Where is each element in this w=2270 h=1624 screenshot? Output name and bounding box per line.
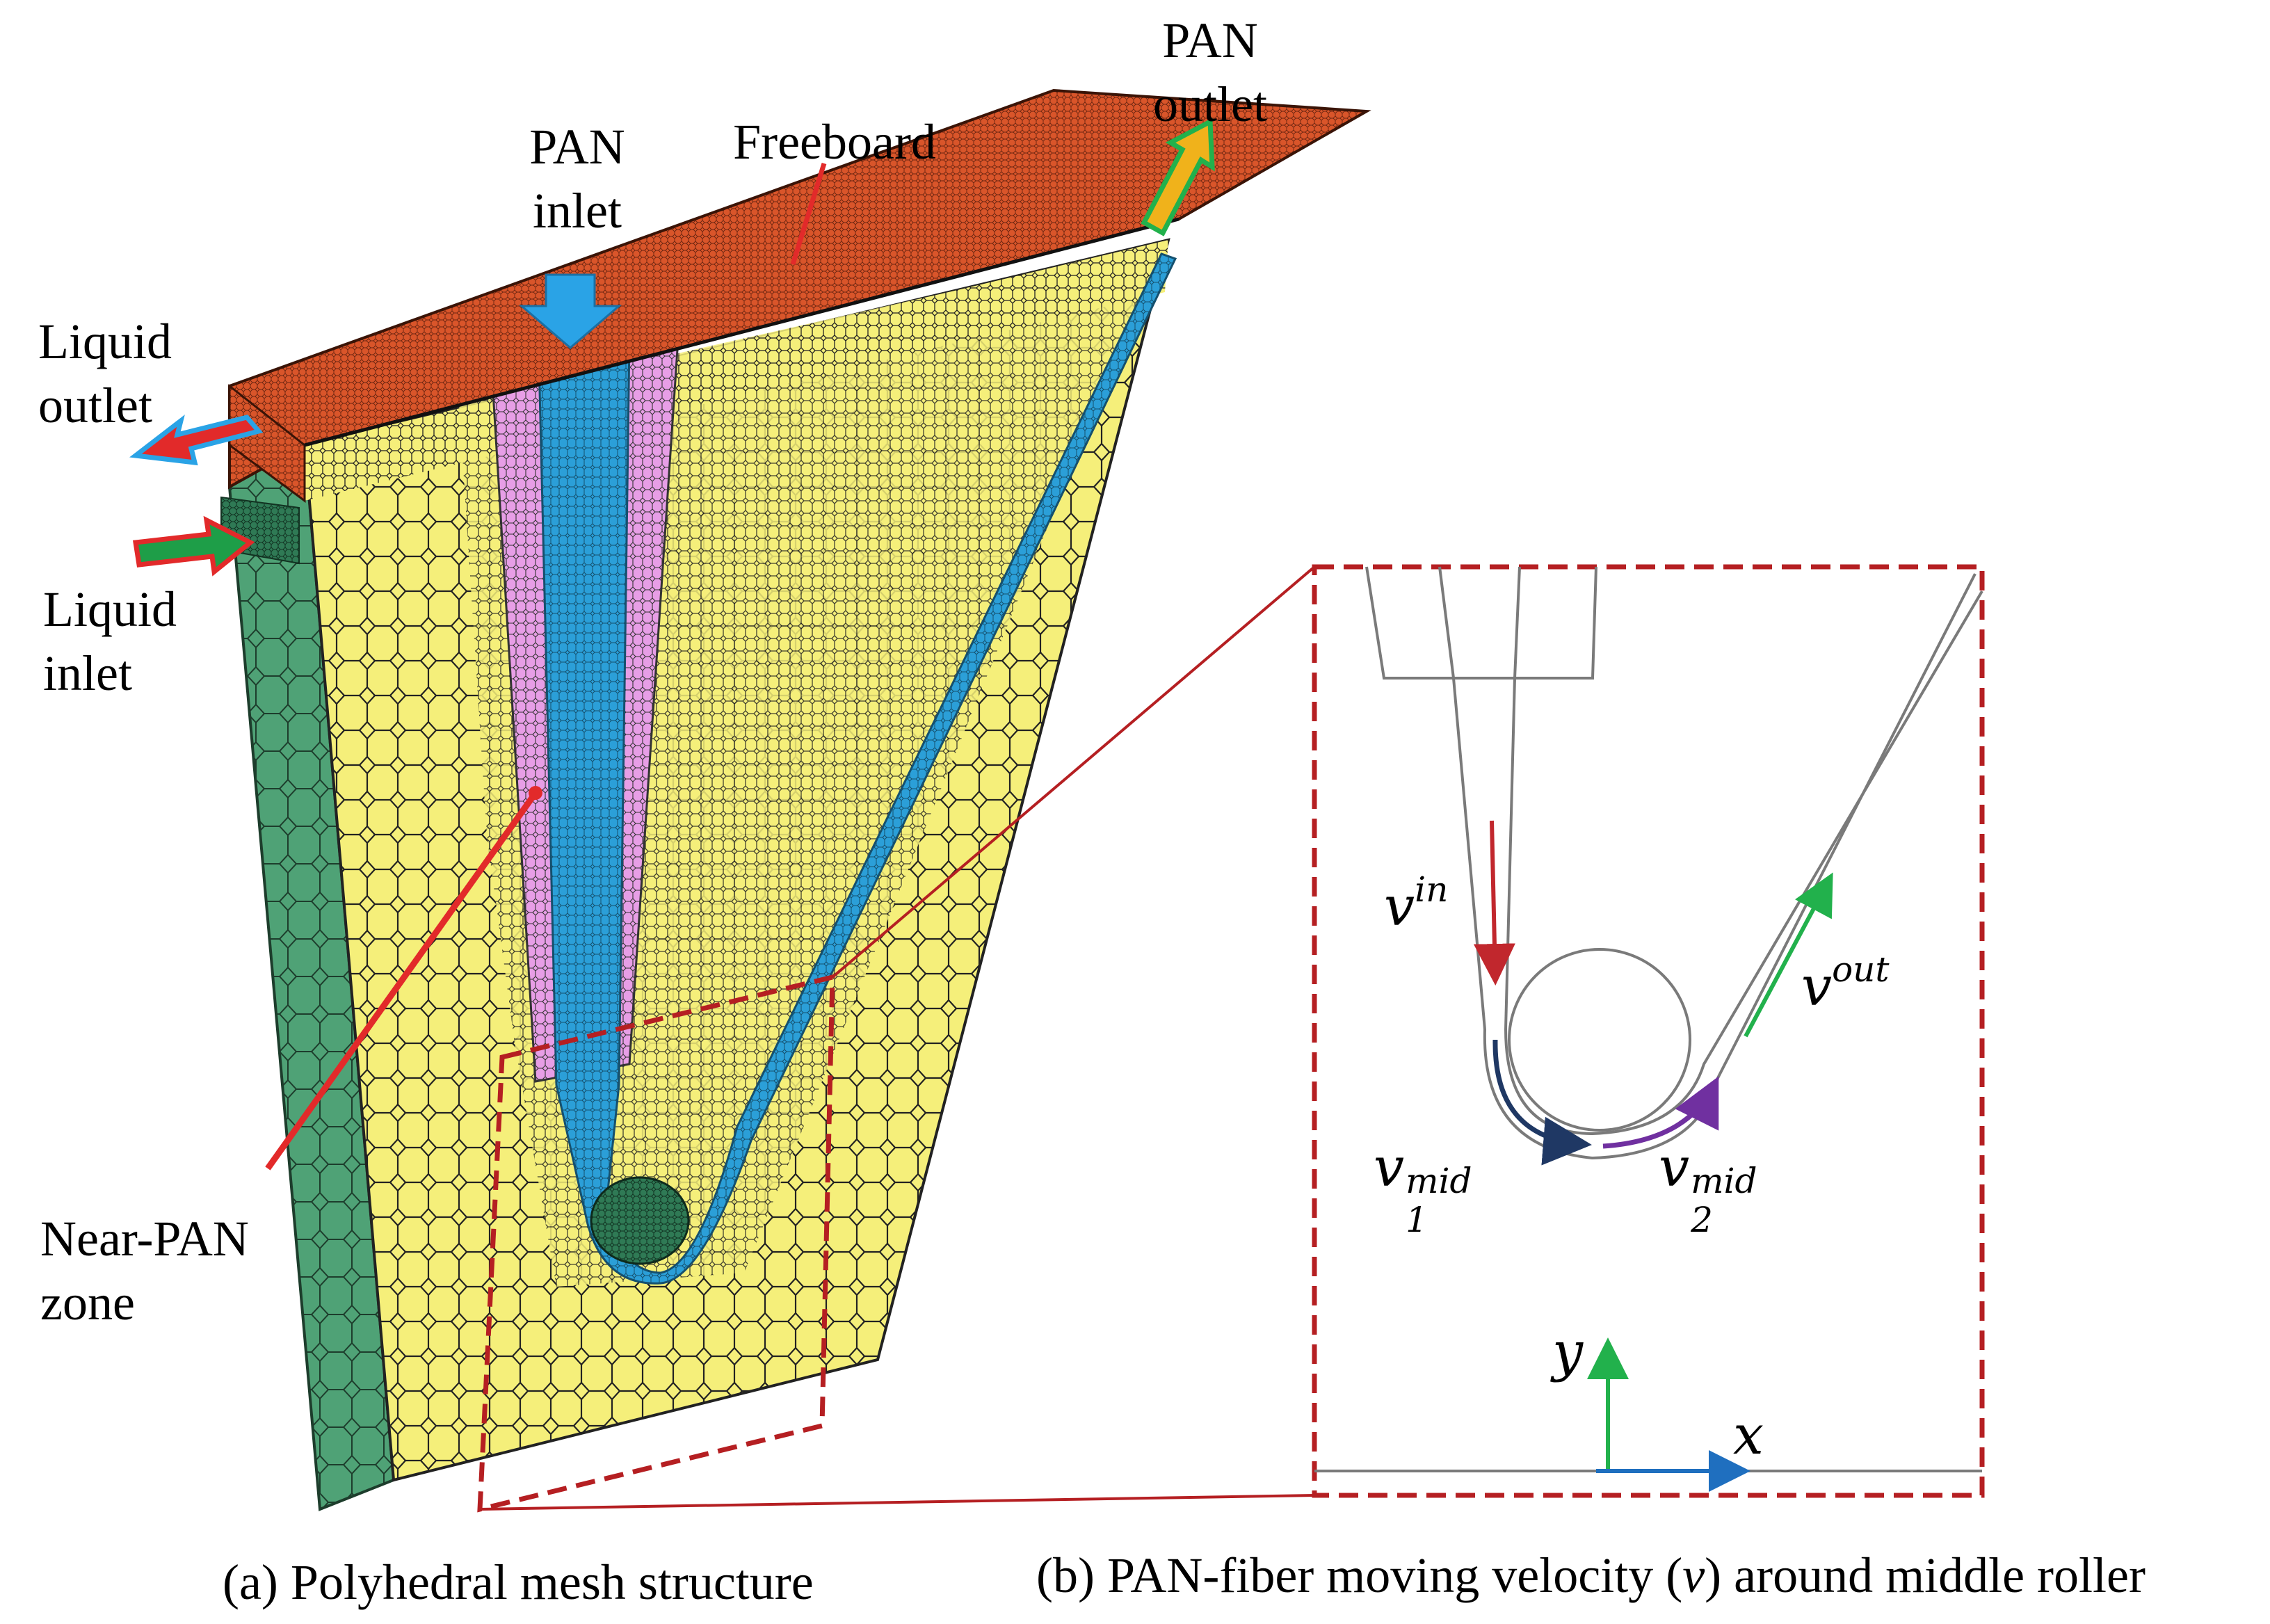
pan-outlet-label: PAN outlet — [1153, 13, 1267, 132]
freeboard-pointer — [790, 162, 827, 266]
caption-a: (a) Polyhedral mesh structure — [223, 1554, 814, 1610]
x-axis-label: x — [1733, 1404, 1764, 1467]
v-in-label: vin — [1384, 869, 1449, 938]
mesh-model — [220, 88, 1371, 1511]
y-axis-label: y — [1552, 1321, 1584, 1383]
pan-outlet-arrow — [1141, 118, 1215, 236]
v-out-label: vout — [1801, 949, 1890, 1018]
pan-inlet-label: PAN inlet — [529, 119, 625, 239]
near-pan-pointer-dot — [529, 786, 542, 800]
near-pan-pointer — [265, 791, 538, 1171]
zoom-connector-top — [831, 565, 1316, 979]
zoom-region-box — [477, 974, 835, 1513]
liquid-outlet-label: Liquid outlet — [38, 314, 172, 433]
middle-roller-3d — [590, 1176, 690, 1265]
v2-mid-arrow — [1602, 1076, 1719, 1149]
v-in-arrow — [1473, 820, 1515, 986]
pan-inlet-arrow — [518, 273, 622, 349]
liquid-inlet-label: Liquid inlet — [43, 581, 177, 701]
liquid-outlet-arrow — [129, 415, 264, 466]
freeboard-label: Freeboard — [733, 114, 936, 170]
freeboard-edge — [304, 217, 1180, 447]
caption-b: (b) PAN-fiber moving velocity (v) around… — [1036, 1547, 2146, 1603]
liquid-inlet-arrow — [132, 515, 255, 577]
zoom-panel-frame — [1312, 564, 1985, 1498]
near-pan-zone-label: Near-PAN zone — [40, 1211, 249, 1330]
v-out-arrow — [1744, 872, 1833, 1038]
v1-mid-arrow — [1492, 1039, 1592, 1166]
zoom-connector-bottom — [479, 1494, 1315, 1511]
